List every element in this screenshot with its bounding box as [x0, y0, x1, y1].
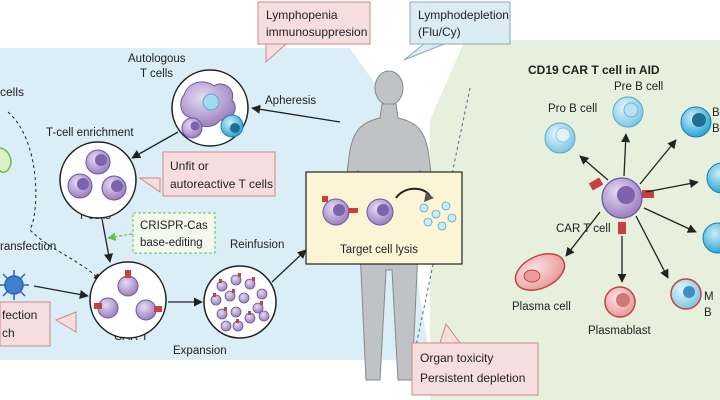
label-target-lysis: Target cell lysis: [340, 244, 418, 256]
callout-unfit: Unfit or autoreactive T cells: [138, 151, 276, 197]
cart-cell-hub: [588, 177, 654, 234]
label-cells-cut: cells: [0, 85, 24, 99]
arrow-reinfusion: [271, 249, 307, 283]
panel-divider-dashed: [411, 87, 471, 366]
callout-lymphopenia-line2: immunosuppresion: [266, 25, 367, 39]
label-cart-cell: CAR T cell: [556, 223, 611, 235]
tcells-circle: [59, 141, 137, 219]
callout-organ-toxicity: Organ toxicity Persistent depletion: [411, 322, 539, 396]
plasma-cell: [514, 253, 566, 291]
b-cell-right-mid: [706, 162, 720, 194]
callout-lymphodepletion-line2: (Flu/Cy): [418, 25, 461, 39]
memory-b-cell: [670, 278, 702, 310]
label-apheresis: Apheresis: [265, 95, 316, 107]
callout-unfit-line2: autoreactive T cells: [170, 177, 273, 191]
cart-circle: [89, 261, 167, 339]
label-cut-b2: B: [712, 123, 720, 135]
right-arrows: [565, 133, 699, 283]
autologous-tcells-circle: [171, 69, 249, 147]
callout-organ-line1: Organ toxicity: [420, 351, 493, 365]
callout-lymphopenia: Lymphopenia immunosuppresion: [257, 1, 371, 64]
label-cut-b1: B: [712, 107, 720, 119]
arrow-to-cart: [101, 218, 113, 263]
pro-b-cell: [544, 122, 576, 154]
label-pro-b: Pro B cell: [548, 103, 597, 115]
right-panel-background: [430, 40, 720, 400]
pre-b-cell: [612, 96, 644, 128]
label-reinfusion: Reinfusion: [230, 239, 284, 251]
label-autologous: Autologous: [128, 53, 186, 65]
arrow-to-enrichment: [131, 131, 179, 159]
callout-lymphopenia-line1: Lymphopenia: [266, 8, 338, 22]
label-cut-m: M: [704, 291, 714, 303]
cell-fragment-green: [0, 147, 12, 174]
right-panel-title: CD19 CAR T cell in AID: [528, 63, 660, 77]
label-cut-b3: B: [704, 307, 712, 319]
dashed-arc-left: [7, 111, 101, 281]
callout-unfit-line1: Unfit or: [170, 159, 209, 173]
label-transfection: ransfection: [0, 241, 56, 253]
arrow-transfection: [33, 285, 89, 299]
callout-organ-line2: Persistent depletion: [420, 371, 525, 385]
arrow-apheresis: [251, 104, 341, 123]
plasmablast: [604, 286, 636, 318]
callout-infection-line2: ch: [2, 326, 15, 340]
callout-crispr-line1: CRISPR-Cas: [140, 220, 208, 232]
callout-infection: fection ch: [0, 301, 77, 347]
b-cell-right-lower: [702, 222, 720, 254]
virus-icon: [0, 270, 29, 300]
callout-crispr: CRISPR-Cas base-editing: [107, 212, 216, 254]
label-plasma-cell: Plasma cell: [512, 301, 571, 313]
b-cell-right-top: [680, 106, 712, 138]
callout-crispr-line2: base-editing: [140, 237, 203, 249]
callout-lymphodepletion-line1: Lymphodepletion: [418, 8, 509, 22]
label-plasmablast: Plasmablast: [588, 325, 651, 337]
label-pre-b: Pre B cell: [614, 81, 663, 93]
target-lysis-box: Target cell lysis: [305, 171, 463, 265]
label-expansion: Expansion: [173, 345, 227, 357]
callout-infection-line1: fection: [2, 308, 37, 322]
expansion-circle: [203, 265, 277, 339]
callout-lymphodepletion: Lymphodepletion (Flu/Cy): [403, 1, 511, 61]
label-tcell-enrichment: T-cell enrichment: [46, 127, 134, 139]
label-autologous-tcells: T cells: [140, 68, 173, 80]
